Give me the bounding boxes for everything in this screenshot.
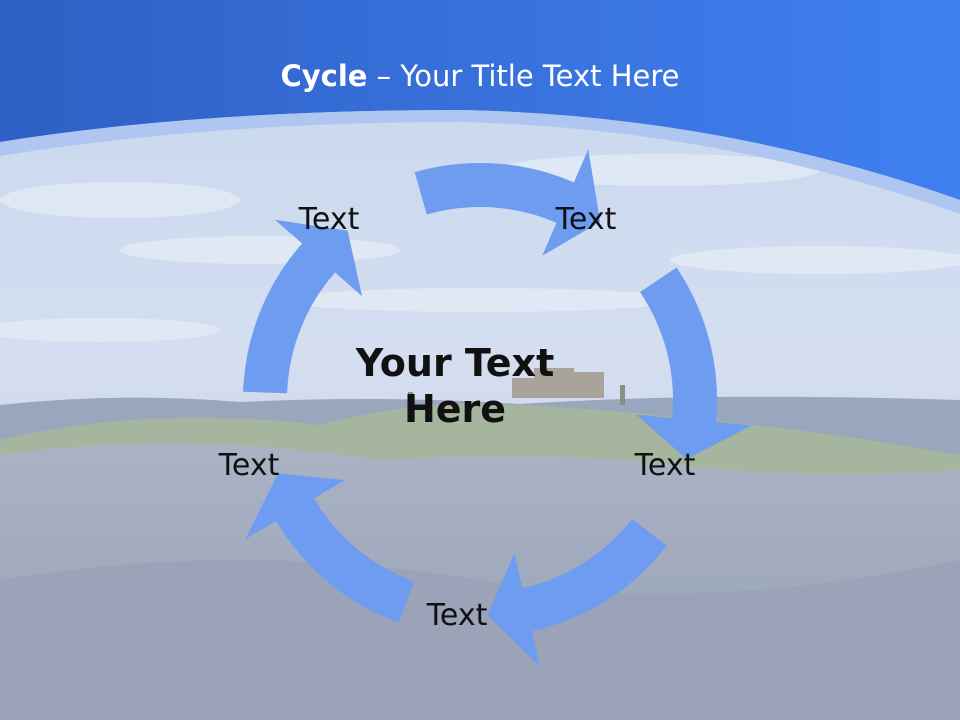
cycle-label-bottom: Text	[426, 598, 488, 633]
title-rest: – Your Title Text Here	[367, 59, 680, 93]
cycle-arrow-bottom-left	[245, 473, 414, 623]
cycle-label-left: Text	[218, 448, 280, 483]
cycle-label-top-left: Text	[298, 202, 360, 237]
cycle-arrow-bottom-right	[487, 518, 667, 667]
cycle-label-top-right: Text	[555, 202, 617, 237]
title-bold: Cycle	[280, 59, 368, 93]
cycle-arrow-right	[636, 267, 752, 460]
center-text: Your Text Here	[355, 341, 555, 431]
slide-title: Cycle – Your Title Text Here	[0, 56, 960, 96]
cycle-arrow-top	[414, 149, 601, 256]
cycle-label-right: Text	[634, 448, 696, 483]
cycle-arrow-left	[243, 219, 363, 394]
